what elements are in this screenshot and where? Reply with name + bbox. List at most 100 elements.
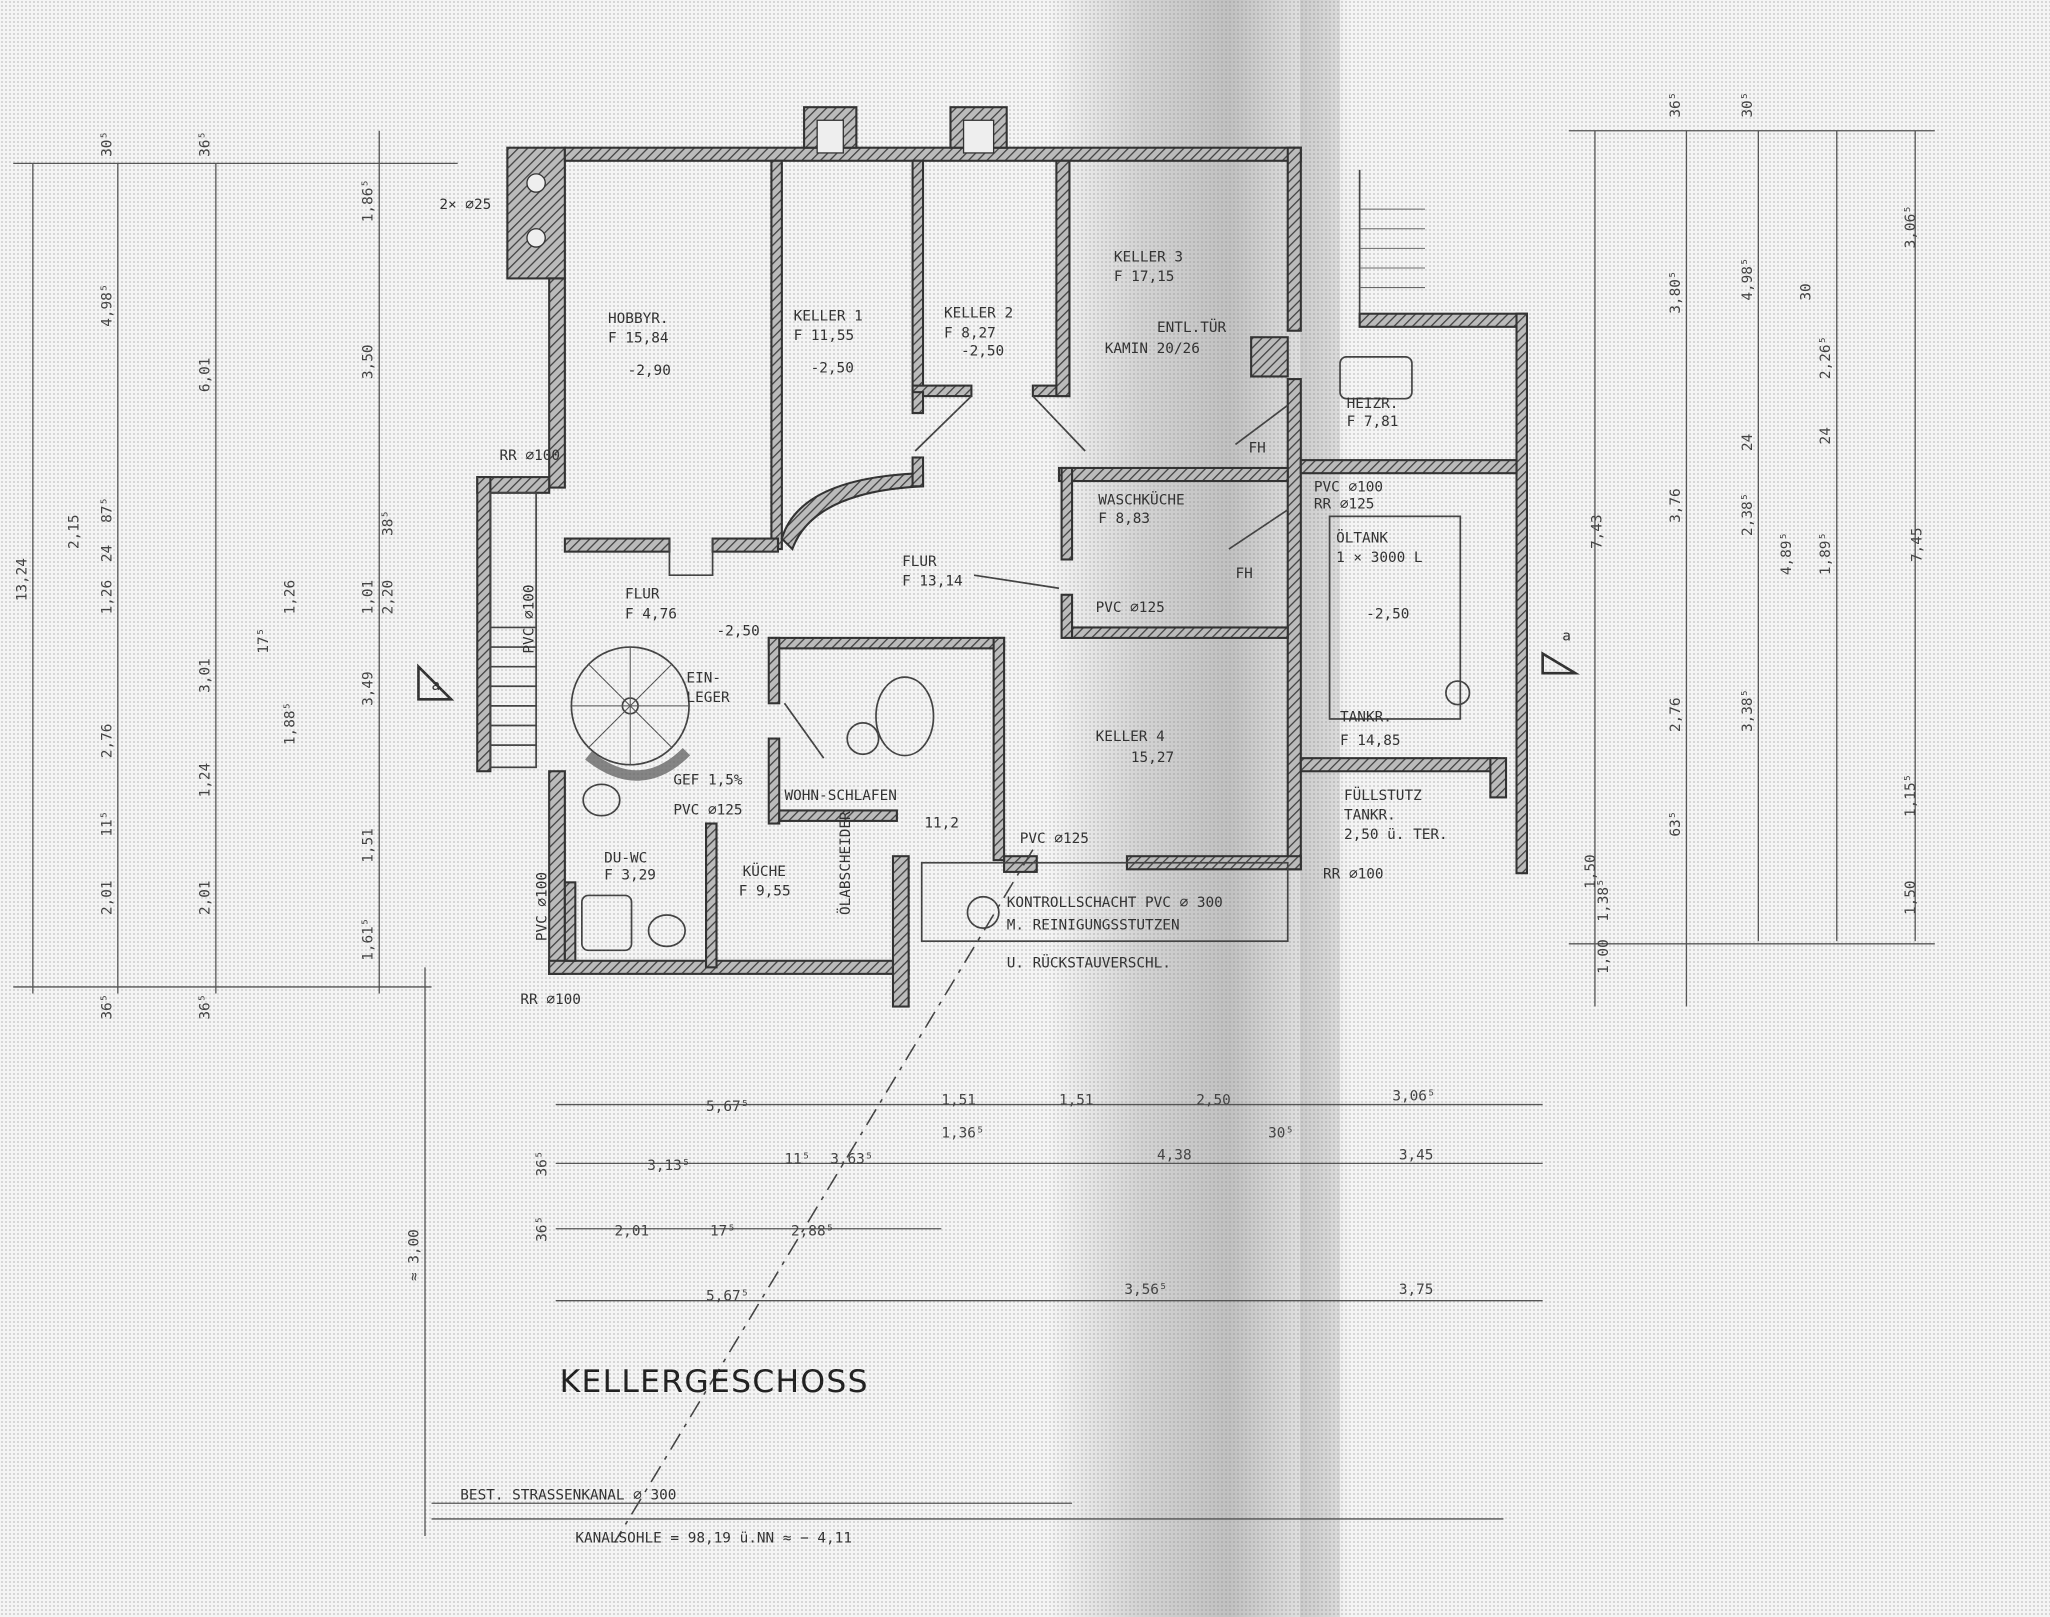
dimension-label: ≈ 3,00	[406, 1229, 422, 1281]
dimension-label: 30	[1799, 283, 1815, 300]
dimension-label: 1,01	[361, 580, 377, 615]
dimension-label: 4,98⁵	[99, 284, 115, 327]
dimension-label: 17⁵	[710, 1223, 736, 1239]
room-name: TANKR.	[1340, 710, 1392, 726]
dimension-label: 4,98⁵	[1740, 257, 1756, 300]
room-name: EIN-	[686, 670, 721, 686]
dimension-label: 6,01	[197, 358, 213, 393]
dimension-label: 17⁵	[256, 628, 272, 654]
dimension-label: KAMIN 20/26	[1105, 341, 1200, 357]
boiler-tank	[875, 676, 935, 757]
dimension-label: 4,89⁵	[1779, 532, 1795, 575]
wall-wohn-bottom	[778, 809, 898, 822]
dimension-label: FH	[1249, 440, 1266, 456]
straight-stair	[489, 491, 537, 769]
dimension-labels-bottom: 5,67⁵ 3,13⁵ 3,63⁵ 2,01 2,88⁵ 5,67⁵ 1,51 …	[406, 1089, 1435, 1305]
wall-annex-right	[1515, 312, 1529, 875]
dimension-label: 1,26	[99, 580, 115, 615]
dimension-label: 13,24	[14, 558, 30, 601]
dimension-label: PVC ⌀100	[535, 872, 551, 941]
annotations: 2× ⌀25 ENTL.TÜR KAMIN 20/26 RR ⌀100 PVC …	[432, 197, 1571, 1546]
wall-curved	[780, 472, 925, 551]
dimension-label: 2,15	[67, 514, 83, 549]
dimension-label: 24	[1818, 427, 1834, 444]
dimension-label: 1,50	[1903, 880, 1919, 915]
dimension-label: FH	[1235, 566, 1252, 582]
dimension-label: 3,49	[361, 671, 377, 706]
wall-bottom	[548, 959, 910, 975]
dimension-label: 38⁵	[380, 510, 396, 536]
dimension-label: 30⁵	[1268, 1125, 1294, 1141]
wall-wohn-top	[767, 636, 1006, 650]
dimension-label: RR ⌀100	[520, 992, 581, 1008]
heating-boiler	[1339, 356, 1413, 400]
section-marker-right	[1541, 651, 1581, 675]
wall-left-lower	[548, 770, 566, 975]
dimension-label: 2,76	[99, 724, 115, 759]
dimension-label: 3,45	[1399, 1147, 1434, 1163]
wall-hobby-left	[548, 277, 566, 489]
wall-bottom-step	[891, 855, 910, 1008]
dimension-label: 3,50	[361, 344, 377, 379]
dimension-label: 36⁵	[197, 994, 213, 1020]
dimension-label: 3,80⁵	[1668, 270, 1684, 313]
dimension-label: 36⁵	[1668, 92, 1684, 118]
sewer-label: BEST. STRASSENKANAL ⌀ 300	[460, 1487, 676, 1503]
room-name: KELLER 1	[794, 308, 863, 324]
room-name: WOHN-SCHLAFEN	[784, 788, 896, 804]
dimension-label: 3,76	[1668, 488, 1684, 523]
room-name: ÖLTANK	[1336, 528, 1388, 546]
room-area: F 17,15	[1114, 269, 1175, 285]
inspection-shaft	[966, 895, 1000, 929]
shower-tray	[581, 894, 633, 952]
room-area: F 14,85	[1340, 733, 1401, 749]
dimension-label: 3,06⁵	[1392, 1089, 1435, 1105]
dimension-label: 1,51	[361, 828, 377, 863]
dimension-labels-left: 13,24 6,01 4,98⁵ 3,50 3,01 3,49 2,76 2,0…	[14, 131, 396, 1020]
dimension-label: RR ⌀100	[500, 448, 561, 464]
room-name: KELLER 2	[944, 306, 1013, 322]
dimension-label: PVC ⌀125	[1020, 831, 1089, 847]
dimension-label: 2× ⌀25	[439, 197, 491, 213]
wall-top	[563, 146, 1302, 162]
dimension-label: 5,67⁵	[706, 1289, 749, 1305]
room-level: -2,50	[811, 361, 854, 377]
dimension-label: PVC ⌀100	[1314, 480, 1383, 496]
dimension-label: 2,38⁵	[1740, 493, 1756, 536]
wall-wasch-bottom	[1071, 626, 1289, 639]
dimension-label: M. REINIGUNGSSTUTZEN	[1007, 917, 1180, 933]
room-labels: HOBBYR. F 15,84 -2,90 KELLER 1 F 11,55 -…	[604, 249, 1448, 899]
walls	[476, 106, 1529, 1008]
section-label-left: a	[432, 678, 441, 694]
dimension-label: GEF 1,5%	[673, 772, 743, 788]
dimension-label: RR ⌀125	[1314, 496, 1375, 512]
room-name: DU-WC	[604, 851, 647, 867]
room-level: -2,50	[961, 344, 1004, 360]
dimension-label: 1,00	[1596, 939, 1612, 974]
toilet	[647, 914, 686, 948]
wall-flur-top	[563, 537, 671, 553]
dimension-label: 1,86⁵	[361, 179, 377, 222]
dimension-label: 30⁵	[1740, 92, 1756, 118]
wall-tank-bottom	[1299, 757, 1498, 773]
dimension-label: 2,01	[615, 1223, 650, 1239]
wall-fill-notch	[1489, 757, 1508, 799]
dimension-label: 24	[1740, 434, 1756, 451]
dimension-label: 3,06⁵	[1903, 205, 1919, 248]
dimension-label: U. RÜCKSTAUVERSCHL.	[1007, 953, 1171, 971]
dimension-label: KONTROLLSCHACHT PVC ⌀ 300	[1007, 895, 1223, 911]
door-swings	[668, 395, 1289, 759]
dimension-label: 1,51	[1059, 1093, 1094, 1109]
section-label-right: a	[1562, 629, 1571, 645]
wall-keller3-wasch	[1057, 466, 1289, 483]
dimension-label: 1,36⁵	[941, 1125, 984, 1141]
wall-heiz-bottom	[1299, 459, 1518, 475]
room-level: -2,50	[717, 623, 760, 639]
dimension-label: 3,13⁵	[647, 1158, 690, 1174]
dimension-label: 4,38	[1157, 1147, 1192, 1163]
dimension-label: 11⁵	[784, 1151, 810, 1167]
fixtures	[417, 169, 1581, 1543]
dimension-label: 1,15⁵	[1903, 774, 1919, 817]
room-area: TANKR.	[1344, 808, 1396, 824]
dimension-label: 87⁵	[99, 497, 115, 523]
